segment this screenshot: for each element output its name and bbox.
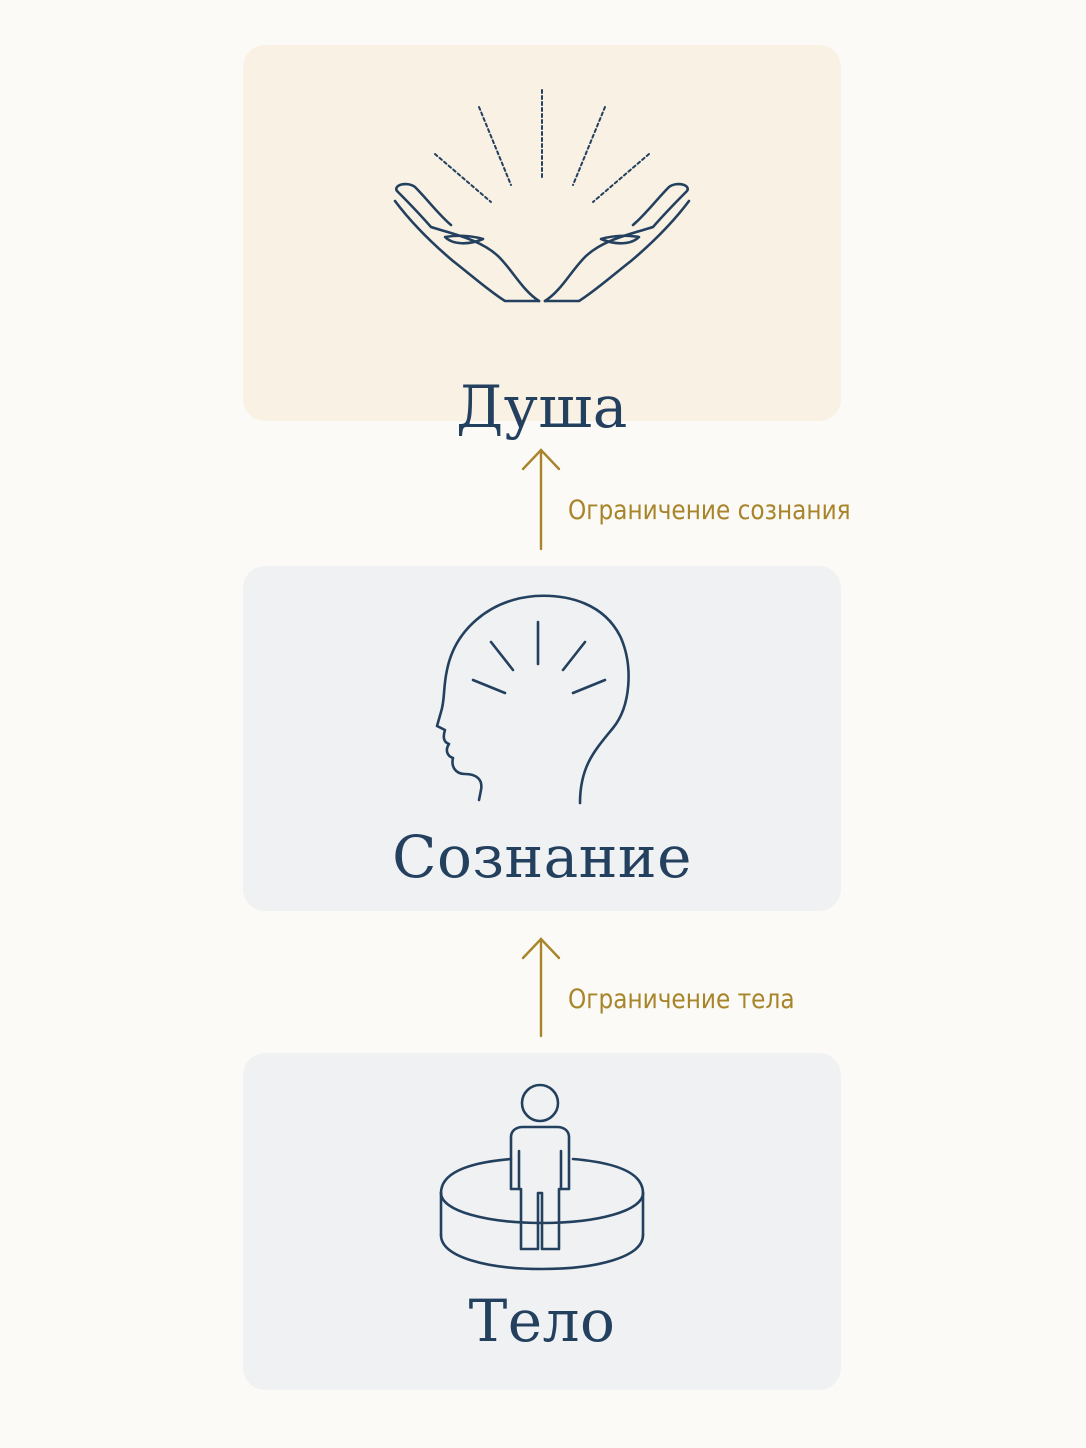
open-hands-radiant-icon <box>393 89 691 303</box>
soul-title: Душа <box>456 373 628 441</box>
head-radiant-icon <box>435 594 630 805</box>
body-card: Тело <box>243 1053 841 1390</box>
up-arrow-icon <box>521 448 561 551</box>
consciousness-card: Сознание <box>243 566 841 911</box>
up-arrow-icon <box>521 937 561 1038</box>
body-title: Тело <box>468 1287 616 1355</box>
person-on-platform-icon <box>439 1083 645 1271</box>
consciousness-title: Сознание <box>392 823 692 891</box>
transition-label-body: Ограничение тела <box>568 984 795 1015</box>
soul-card: Душа <box>243 45 841 436</box>
transition-label-consciousness: Ограничение сознания <box>568 495 851 526</box>
